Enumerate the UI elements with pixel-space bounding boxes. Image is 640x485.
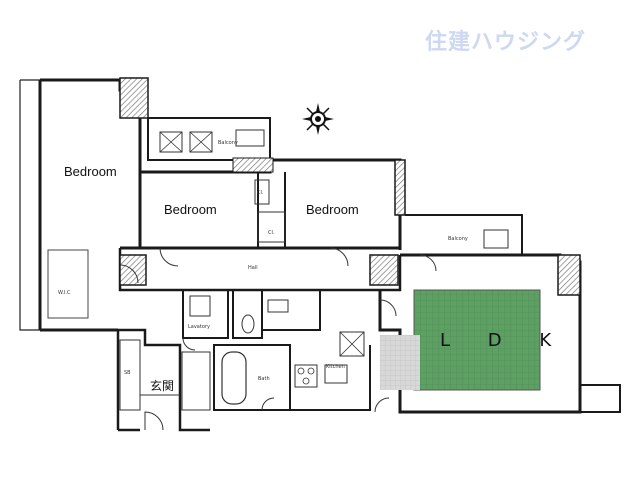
door-bedroom-right bbox=[329, 247, 349, 267]
entrance-door bbox=[144, 411, 164, 431]
entrance-label: 玄関 bbox=[150, 379, 175, 393]
door-bedroom-left bbox=[119, 264, 139, 284]
stove bbox=[294, 364, 318, 388]
burner-1 bbox=[297, 367, 305, 375]
burner-2 bbox=[307, 367, 315, 375]
hall-label: Hall bbox=[248, 265, 258, 271]
washroom-wall bbox=[261, 290, 321, 331]
door-bedroom-center bbox=[159, 247, 179, 267]
entrance-wall bbox=[116, 328, 210, 432]
ldk-pillar bbox=[557, 254, 581, 296]
pillar-top bbox=[232, 157, 274, 173]
burner-3 bbox=[302, 377, 310, 385]
kitchen-sink bbox=[324, 364, 348, 384]
closet-center bbox=[257, 211, 286, 243]
bedroom-center-label: Bedroom bbox=[164, 202, 217, 217]
bedroom-left-label: Bedroom bbox=[64, 164, 117, 179]
ldk-label: L D K bbox=[440, 330, 568, 351]
closet-left bbox=[47, 249, 89, 319]
closet-upper bbox=[254, 179, 270, 205]
hall-wall bbox=[118, 248, 402, 292]
ldk-tile-zone bbox=[380, 335, 420, 390]
door-lavatory bbox=[182, 337, 196, 351]
kitchen-label: Kitchen bbox=[326, 364, 345, 370]
washbasin bbox=[267, 299, 289, 313]
watermark: 住建ハウジング bbox=[425, 30, 587, 55]
bath-label: Bath bbox=[258, 376, 270, 382]
storage-entrance bbox=[181, 351, 211, 411]
lavatory-wall bbox=[182, 290, 229, 339]
balcony-ac bbox=[483, 229, 509, 249]
door-ldk-bottom bbox=[374, 397, 390, 413]
shoe-box bbox=[119, 339, 141, 411]
compass-rose-icon bbox=[302, 103, 334, 135]
ac-unit-2-cross bbox=[189, 131, 213, 153]
kitchen-wall bbox=[289, 345, 371, 411]
lavatory-sink bbox=[189, 295, 211, 317]
lavatory-label: Lavatory bbox=[188, 324, 210, 330]
top-balcony-wall bbox=[147, 117, 271, 161]
balcony-right-wall bbox=[405, 214, 523, 256]
pillar bbox=[119, 77, 149, 119]
wic-label: W.I.C bbox=[58, 290, 71, 296]
ldk-right-ext bbox=[580, 384, 621, 413]
wc-wall bbox=[232, 290, 263, 339]
door-bath bbox=[261, 397, 275, 411]
right-pillar bbox=[394, 159, 406, 216]
ldk-floor bbox=[413, 289, 541, 391]
shower-box bbox=[339, 331, 365, 357]
balcony-right-label: Balcony bbox=[448, 236, 468, 242]
door-ldk bbox=[379, 299, 397, 317]
bathtub bbox=[221, 351, 247, 405]
shower-box-cross bbox=[339, 331, 365, 357]
closet-label-2: Cl. bbox=[268, 230, 275, 236]
closet-label-1: Cl. bbox=[257, 190, 264, 196]
hall-pillar-right bbox=[369, 254, 399, 286]
toilet bbox=[241, 314, 255, 334]
balcony-top-label: Balcony bbox=[218, 140, 238, 146]
ac-unit-1 bbox=[159, 131, 183, 153]
shoe-box-label: SB bbox=[124, 370, 131, 376]
door-ldk-balcony bbox=[419, 254, 437, 272]
bedroom-right-label: Bedroom bbox=[306, 202, 359, 217]
ac-unit-2 bbox=[189, 131, 213, 153]
balcony-box bbox=[235, 129, 265, 147]
ac-unit-1-cross bbox=[159, 131, 183, 153]
